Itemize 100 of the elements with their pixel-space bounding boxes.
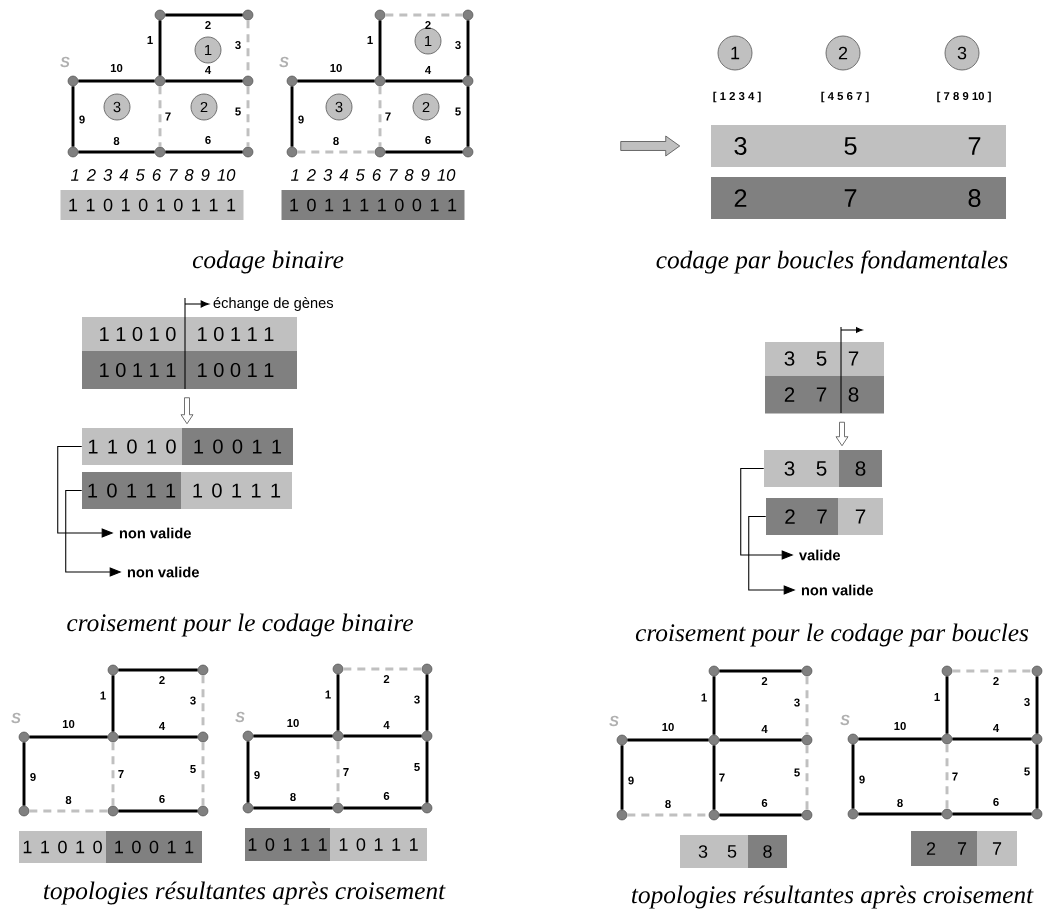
source-label: S [11,712,21,724]
network-edge [858,812,942,816]
edge-label: 8 [897,799,903,807]
code-bar: 3 5 7 [711,125,1006,167]
edge-label: 6 [205,136,211,144]
edge-label: 4 [761,725,768,733]
edge-label: 2 [159,676,165,684]
edge-label: 7 [343,768,349,776]
edge-label: 5 [1024,767,1030,776]
code-bar: 2 7 [911,831,977,866]
network-edge [385,13,463,17]
edge-label: 10 [662,723,674,731]
network-edge [158,20,162,76]
code-bar: 1 0 1 1 1 [82,472,181,509]
network-edge [343,806,422,810]
network-edge [343,667,422,671]
edge-label: 8 [333,137,339,145]
edge-label: 4 [993,724,1000,732]
edge-label: 1 [147,36,153,44]
network-edge [118,809,198,813]
source-label: S [279,56,289,68]
network-edge [425,674,429,731]
edge-label: 10 [110,64,123,72]
code-bar: 2 7 8 [711,177,1006,219]
loop-edge-list: [ 4 5 6 7 ] [821,91,869,103]
caption: croisement pour le codage par boucles [635,623,1029,647]
code-bar: 8 [748,835,787,868]
code-bar: 3 5 7 [765,342,884,375]
network-edge [201,742,205,806]
code-bar: 7 [977,831,1017,866]
network-edge [246,741,250,803]
code-bar: 1 0 1 1 1 [245,828,330,861]
edge-label: 10 [330,64,342,72]
network-edge [111,742,115,806]
edge-label: 4 [159,722,166,730]
code-bar: 1 0 0 1 1 [182,428,293,465]
edge-label: 9 [254,771,260,779]
network-edge [22,742,26,806]
edge-label: 3 [414,695,420,704]
network-edge [805,745,809,810]
code-bar: 2 7 8 [765,375,884,414]
edge-label: 5 [414,763,420,771]
code-bar: 1 1 0 1 0 [82,428,182,465]
block-arrow [180,397,194,425]
network-edge [253,734,333,738]
edge-label: 5 [794,768,800,777]
network-edge [343,734,422,738]
edge-label: 3 [794,698,800,707]
network-edge [253,806,333,810]
edge-label: 6 [159,795,165,803]
code-bar: 1 0 1 1 1 1 0 0 1 1 [281,190,465,220]
network-edge [385,150,463,154]
edge-label: 9 [79,115,85,124]
edge-label: 8 [665,800,671,808]
network-edge [627,738,709,742]
network-edge [378,20,382,76]
loop-edge-list: [ 1 2 3 4 ] [713,91,761,103]
edge-label: 1 [934,693,940,701]
network-edge [378,86,382,147]
network-edge [201,675,205,732]
edge-label: 8 [65,796,72,804]
source-label: S [235,711,245,723]
junction-dot [1031,808,1043,820]
network-edge [165,13,243,17]
network-edge [246,86,250,147]
status-label: non valide [119,527,191,539]
source-label: S [840,714,850,726]
status-label: non valide [801,584,873,596]
network-edge [719,669,802,673]
edge-label: 9 [298,115,304,124]
network-edge [111,675,115,732]
edge-label: 9 [859,775,865,784]
edge-label: 8 [290,793,296,801]
edge-label: 6 [761,799,768,807]
annotation-text: échange de gènes [213,297,334,311]
edge-label: 10 [287,719,299,727]
network-edge [29,735,108,739]
edge-label: 2 [205,21,211,29]
junction-dot [1031,733,1043,745]
source-label: S [60,56,70,68]
network-edge [945,676,949,734]
edge-label: 4 [205,66,212,74]
code-bar: 1 0 1 1 1 [181,472,292,509]
network-edge [385,79,463,83]
edge-label: 3 [235,41,241,49]
caption: codage binaire [192,250,344,274]
network-edge [71,86,75,147]
edge-label: 9 [628,776,634,785]
edge-label: 8 [113,137,120,145]
network-edge [466,86,470,147]
arrow [184,300,210,308]
source-label: S [609,715,619,727]
network-edge [336,741,340,803]
code-bar: 1 1 0 1 0 1 0 1 1 1 [82,317,297,351]
edge-label: 9 [30,773,36,781]
edge-label: 2 [761,677,768,685]
network-edge [165,150,243,154]
network-edge [425,741,429,803]
code-bar: 1 1 0 1 0 [19,831,106,863]
edge-label: 1 [100,691,106,700]
